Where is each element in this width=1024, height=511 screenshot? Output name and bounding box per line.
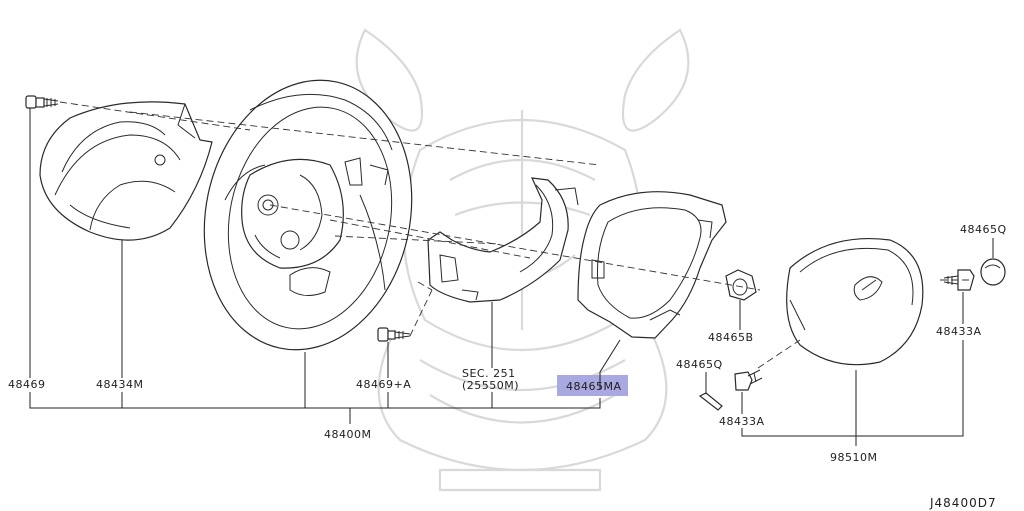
bolt-48433a-right[interactable] — [943, 269, 975, 291]
label-98510m[interactable]: 98510M — [830, 451, 877, 464]
label-48433a-right[interactable]: 48433A — [936, 325, 982, 338]
switch-bracket-part[interactable] — [427, 177, 579, 303]
label-48465ma[interactable]: 48465MA — [566, 380, 622, 393]
part-labels: 48469 48434M 48469+A SEC. 251 (25550M) 4… — [8, 223, 1007, 510]
clip-48465q-top[interactable] — [980, 258, 1006, 286]
label-48465q-mid[interactable]: 48465Q — [676, 358, 723, 371]
bolt-48469[interactable] — [25, 95, 59, 109]
leader-lines — [29, 108, 994, 446]
diagram-code: J48400D7 — [929, 496, 997, 510]
finisher-48465ma-part[interactable] — [577, 191, 727, 339]
label-48469[interactable]: 48469 — [8, 378, 46, 391]
label-48465b[interactable]: 48465B — [708, 331, 754, 344]
label-sec251-ref[interactable]: (25550M) — [462, 379, 519, 392]
label-48465q-top[interactable]: 48465Q — [960, 223, 1007, 236]
label-48433a-mid[interactable]: 48433A — [719, 415, 765, 428]
bolt-48469a[interactable] — [377, 327, 411, 342]
label-sec251[interactable]: SEC. 251 — [462, 367, 516, 380]
highlight-box — [557, 375, 628, 396]
assembly-centerlines — [59, 101, 970, 369]
column-cover-part[interactable] — [39, 101, 213, 241]
nut-48465b[interactable] — [725, 269, 757, 301]
airbag-module-part[interactable] — [786, 237, 924, 366]
bolt-48433a-mid[interactable] — [734, 369, 763, 391]
label-48469a[interactable]: 48469+A — [356, 378, 411, 391]
clip-48465q-mid[interactable] — [698, 392, 723, 411]
label-48400m[interactable]: 48400M — [324, 428, 371, 441]
label-48434m[interactable]: 48434M — [96, 378, 143, 391]
steering-wheel-part[interactable] — [180, 61, 436, 369]
